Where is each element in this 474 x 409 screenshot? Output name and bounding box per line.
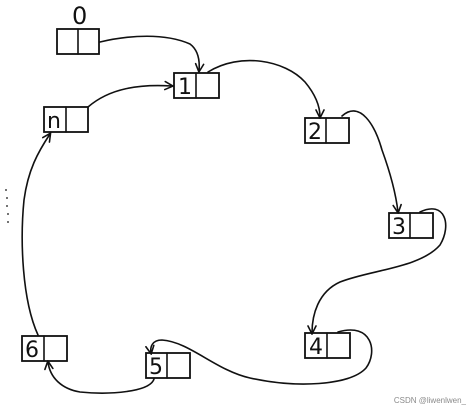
node-5: 5 bbox=[145, 352, 191, 380]
arrow-6-to-n bbox=[21, 134, 50, 336]
arrow-2-to-3 bbox=[341, 110, 398, 212]
arrow-3-to-4 bbox=[312, 208, 447, 333]
arrow-head-to-1 bbox=[99, 35, 199, 71]
node-5-value: 5 bbox=[149, 355, 163, 380]
ellipsis-dots bbox=[5, 189, 9, 223]
node-6: 6 bbox=[21, 335, 68, 363]
arrow-5-to-6 bbox=[48, 362, 155, 394]
node-2-value: 2 bbox=[308, 120, 322, 145]
watermark: CSDN @liwenlwen_ bbox=[393, 396, 466, 405]
node-2: 2 bbox=[304, 117, 350, 145]
node-n-value: n bbox=[47, 109, 61, 134]
node-n: n bbox=[43, 106, 89, 134]
node-4-value: 4 bbox=[309, 335, 323, 360]
node-head bbox=[56, 28, 100, 55]
arrow-n-to-1 bbox=[87, 86, 172, 108]
node-3: 3 bbox=[388, 212, 434, 240]
node-4: 4 bbox=[304, 332, 351, 360]
node-1: 1 bbox=[173, 72, 220, 100]
node-6-value: 6 bbox=[25, 338, 39, 363]
arrow-1-to-2 bbox=[207, 59, 320, 117]
node-1-value: 1 bbox=[178, 75, 192, 100]
arrow-4-to-5 bbox=[151, 329, 373, 385]
head-label-zero: 0 bbox=[72, 2, 87, 30]
node-3-value: 3 bbox=[392, 215, 406, 240]
